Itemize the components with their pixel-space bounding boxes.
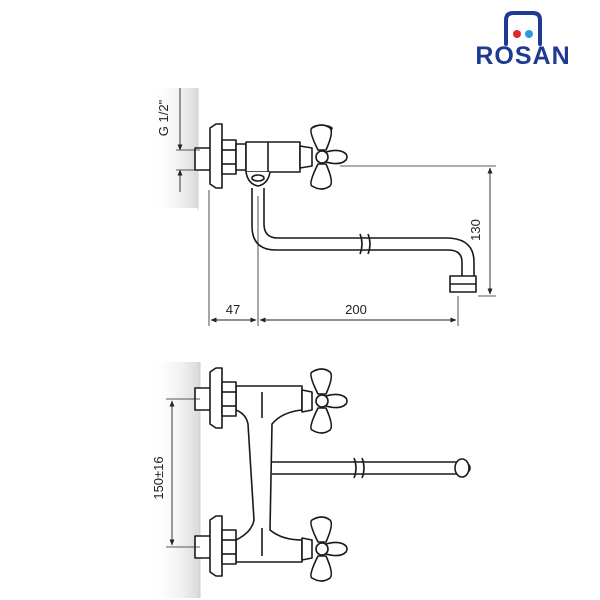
front-spout bbox=[272, 457, 471, 479]
logo-blue-dot bbox=[525, 30, 533, 38]
front-upper-cross-handle bbox=[310, 368, 348, 434]
brand-name: ROSAN bbox=[475, 42, 571, 70]
side-valve-body bbox=[245, 141, 301, 173]
side-flange bbox=[209, 123, 223, 189]
side-break-a bbox=[359, 233, 363, 255]
side-break-b bbox=[367, 233, 371, 255]
spout-reach-label: 200 bbox=[345, 302, 367, 317]
front-upper-valve bbox=[194, 367, 313, 429]
brand-logo: ROSAN bbox=[458, 8, 588, 70]
side-spout-inner bbox=[263, 188, 475, 276]
wall-offset-label: 47 bbox=[226, 302, 240, 317]
side-ring bbox=[235, 143, 247, 171]
logo-arch bbox=[504, 11, 542, 46]
side-wall-shade bbox=[150, 88, 198, 208]
side-cross-handle bbox=[310, 124, 348, 190]
front-view: 150±16 bbox=[150, 362, 471, 598]
front-wall-shade bbox=[150, 362, 200, 598]
side-swivel-nut bbox=[251, 174, 265, 182]
thread-size-label: G 1/2" bbox=[156, 99, 171, 136]
side-hex-nut bbox=[221, 139, 237, 175]
side-bonnet bbox=[299, 145, 313, 169]
side-spout-outer bbox=[251, 188, 463, 276]
brand-logo-mark bbox=[504, 11, 542, 46]
side-inlet-stub bbox=[194, 147, 212, 171]
front-valve-body bbox=[235, 385, 303, 563]
front-lower-valve bbox=[194, 515, 313, 577]
front-lower-cross-handle bbox=[310, 516, 348, 582]
logo-red-dot bbox=[513, 30, 521, 38]
inlet-spacing-label: 150±16 bbox=[151, 456, 166, 499]
spout-height-label: 130 bbox=[468, 219, 483, 241]
side-view: G 1/2" 130 47 200 bbox=[150, 88, 496, 326]
